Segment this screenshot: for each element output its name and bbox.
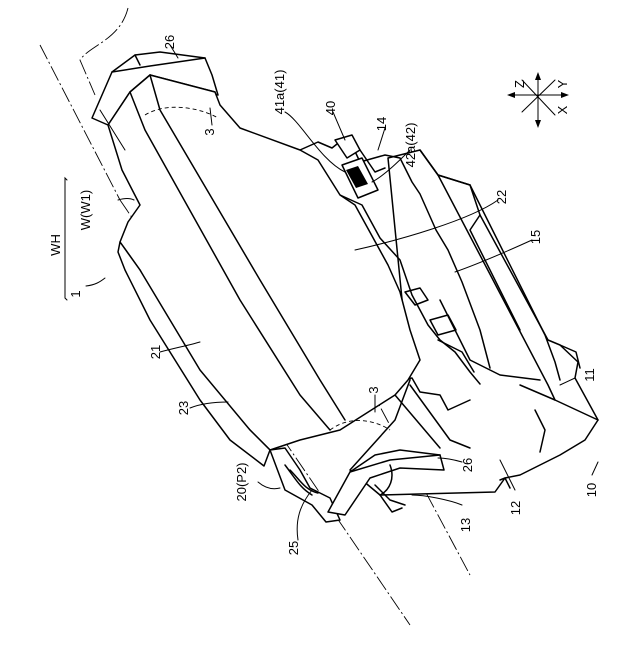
label-12: 12 — [508, 501, 523, 515]
label-wh: WH — [48, 234, 63, 256]
axis-label-y: Y — [555, 79, 570, 88]
label-15: 15 — [528, 230, 543, 244]
label-41a: 41a(41) — [272, 70, 287, 115]
label-3-bottom: 3 — [366, 386, 381, 393]
lock-part-40 — [335, 135, 385, 198]
label-20: 20(P2) — [234, 462, 249, 501]
label-10: 10 — [584, 483, 599, 497]
label-11: 11 — [582, 368, 597, 382]
label-13: 13 — [458, 518, 473, 532]
label-26-top: 26 — [162, 35, 177, 49]
label-3-top: 3 — [202, 128, 217, 135]
axis-label-z: Z — [512, 80, 527, 88]
label-26-bottom: 26 — [460, 458, 475, 472]
label-23: 23 — [176, 401, 191, 415]
label-42a: 42a(42) — [403, 123, 418, 168]
axis-label-x: X — [555, 105, 570, 114]
label-1: 1 — [68, 290, 83, 297]
label-21: 21 — [148, 345, 163, 359]
label-25: 25 — [286, 541, 301, 555]
label-14: 14 — [374, 117, 389, 131]
label-w: W(W1) — [78, 190, 93, 230]
protector-cover-20 — [92, 52, 420, 466]
label-22: 22 — [494, 190, 509, 204]
label-40: 40 — [323, 101, 338, 115]
